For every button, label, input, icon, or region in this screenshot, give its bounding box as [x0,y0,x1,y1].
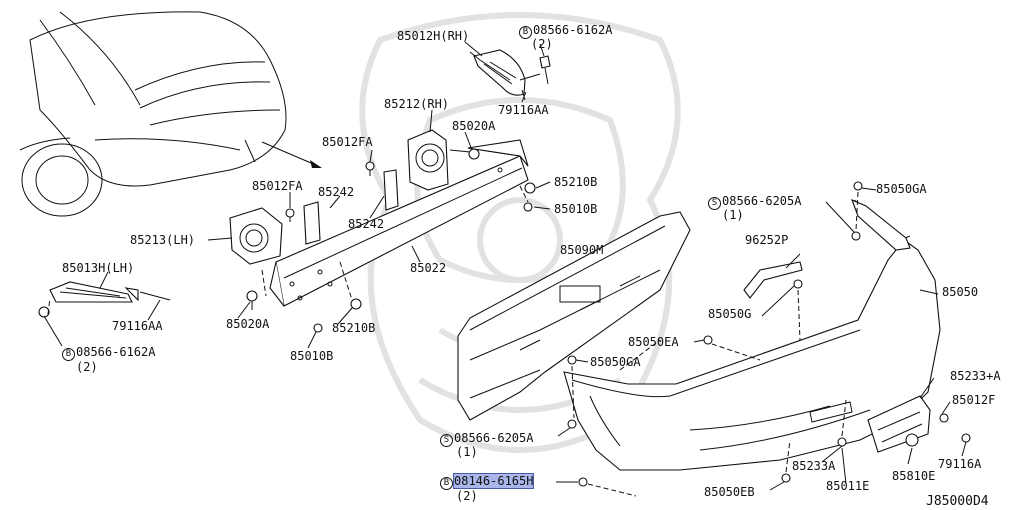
bumper-fascia-85050 [563,198,941,471]
direction-arrow [261,141,322,168]
label-85020a-bottom[interactable]: 85020A [226,317,270,331]
absorber-85090m [457,211,691,421]
label-79116a[interactable]: 79116A [938,457,982,471]
bolt-85010b-bottom [313,323,323,333]
label-85050ga-top[interactable]: 85050GA [876,182,927,196]
marker-b-icon: B [440,477,453,490]
bracket-85012h-rh [469,49,551,101]
label-85013h-lh[interactable]: 85013H(LH) [62,261,135,275]
label-85242-b[interactable]: 85242 [348,217,385,231]
bolt-08146-6165h [578,477,588,487]
label-85050g[interactable]: 85050G [708,307,752,321]
label-code: 08566-6162A [76,345,156,359]
leader-lines [43,41,967,497]
label-code: 08566-6162A [533,23,613,37]
qty-08566-6162a-top: (2) [531,37,553,51]
reinforcement-85022 [269,139,529,307]
label-85233-plus-a[interactable]: 85233+A [950,369,1001,383]
label-85233a[interactable]: 85233A [792,459,836,473]
clip-85050ea [703,335,713,345]
bolt-85020a-bottom [246,290,258,310]
screw-08566-6205a-bottom [567,419,577,429]
bracket-85013h-lh [38,281,171,318]
label-96252p[interactable]: 96252P [745,233,789,247]
label-85212-rh[interactable]: 85212(RH) [384,97,450,111]
label-85210b-right[interactable]: 85210B [554,175,598,189]
label-85020a-top[interactable]: 85020A [452,119,496,133]
screw-08566-6205a-top [851,231,861,241]
label-85011e[interactable]: 85011E [826,479,870,493]
stay-85212-rh [407,129,480,191]
bolt-85210b-right [524,182,536,194]
label-85050eb[interactable]: 85050EB [704,485,755,499]
label-85213-lh[interactable]: 85213(LH) [130,233,196,247]
clip-85011e [837,437,847,447]
label-85010b-right[interactable]: 85010B [554,202,598,216]
clip-85012fa-left [285,208,295,222]
label-79116aa-left[interactable]: 79116AA [112,319,163,333]
clip-85050eb [781,473,791,483]
bolt-85210b-bottom [350,298,362,310]
label-85050ga-mid[interactable]: 85050GA [590,355,641,369]
qty-08146-6165h: (2) [456,489,478,503]
label-85022[interactable]: 85022 [410,261,447,275]
label-85090m[interactable]: 85090M [560,243,604,257]
label-85242-a[interactable]: 85242 [318,185,355,199]
qty-08566-6205a-top: (1) [722,208,744,222]
car-silhouette [19,11,287,217]
marker-b-icon: B [519,26,532,39]
label-85012fa-top[interactable]: 85012FA [322,135,373,149]
label-85050ea[interactable]: 85050EA [628,335,679,349]
stay-85213-lh [229,207,283,265]
marker-s-icon: S [708,197,721,210]
marker-b-icon: B [62,348,75,361]
qty-08566-6205a-bottom: (1) [456,445,478,459]
label-code: 08566-6205A [454,431,534,445]
bracket-85242 [303,169,399,245]
qty-08566-6162a-left: (2) [76,360,98,374]
marker-s-icon: S [440,434,453,447]
label-79116aa-top[interactable]: 79116AA [498,103,549,117]
label-85012h-rh[interactable]: 85012H(RH) [397,29,470,43]
label-code: 08566-6205A [722,194,802,208]
diagram-code: J85000D4 [926,494,989,509]
clip-85050ga-top [853,181,863,191]
label-85012f[interactable]: 85012F [952,393,996,407]
label-85010b-bottom[interactable]: 85010B [290,349,334,363]
bolt-85010b-right [523,202,533,212]
label-85012fa-left[interactable]: 85012FA [252,179,303,193]
label-85810e[interactable]: 85810E [892,469,936,483]
bracket-96252p [743,261,803,299]
clip-85050ga-mid [567,355,577,365]
label-85050[interactable]: 85050 [942,285,979,299]
clip-85050g [793,279,803,289]
label-85210b-bottom[interactable]: 85210B [332,321,376,335]
highlighted-part-number: 08146-6165H [452,473,535,489]
bracket-85233 [867,395,971,453]
